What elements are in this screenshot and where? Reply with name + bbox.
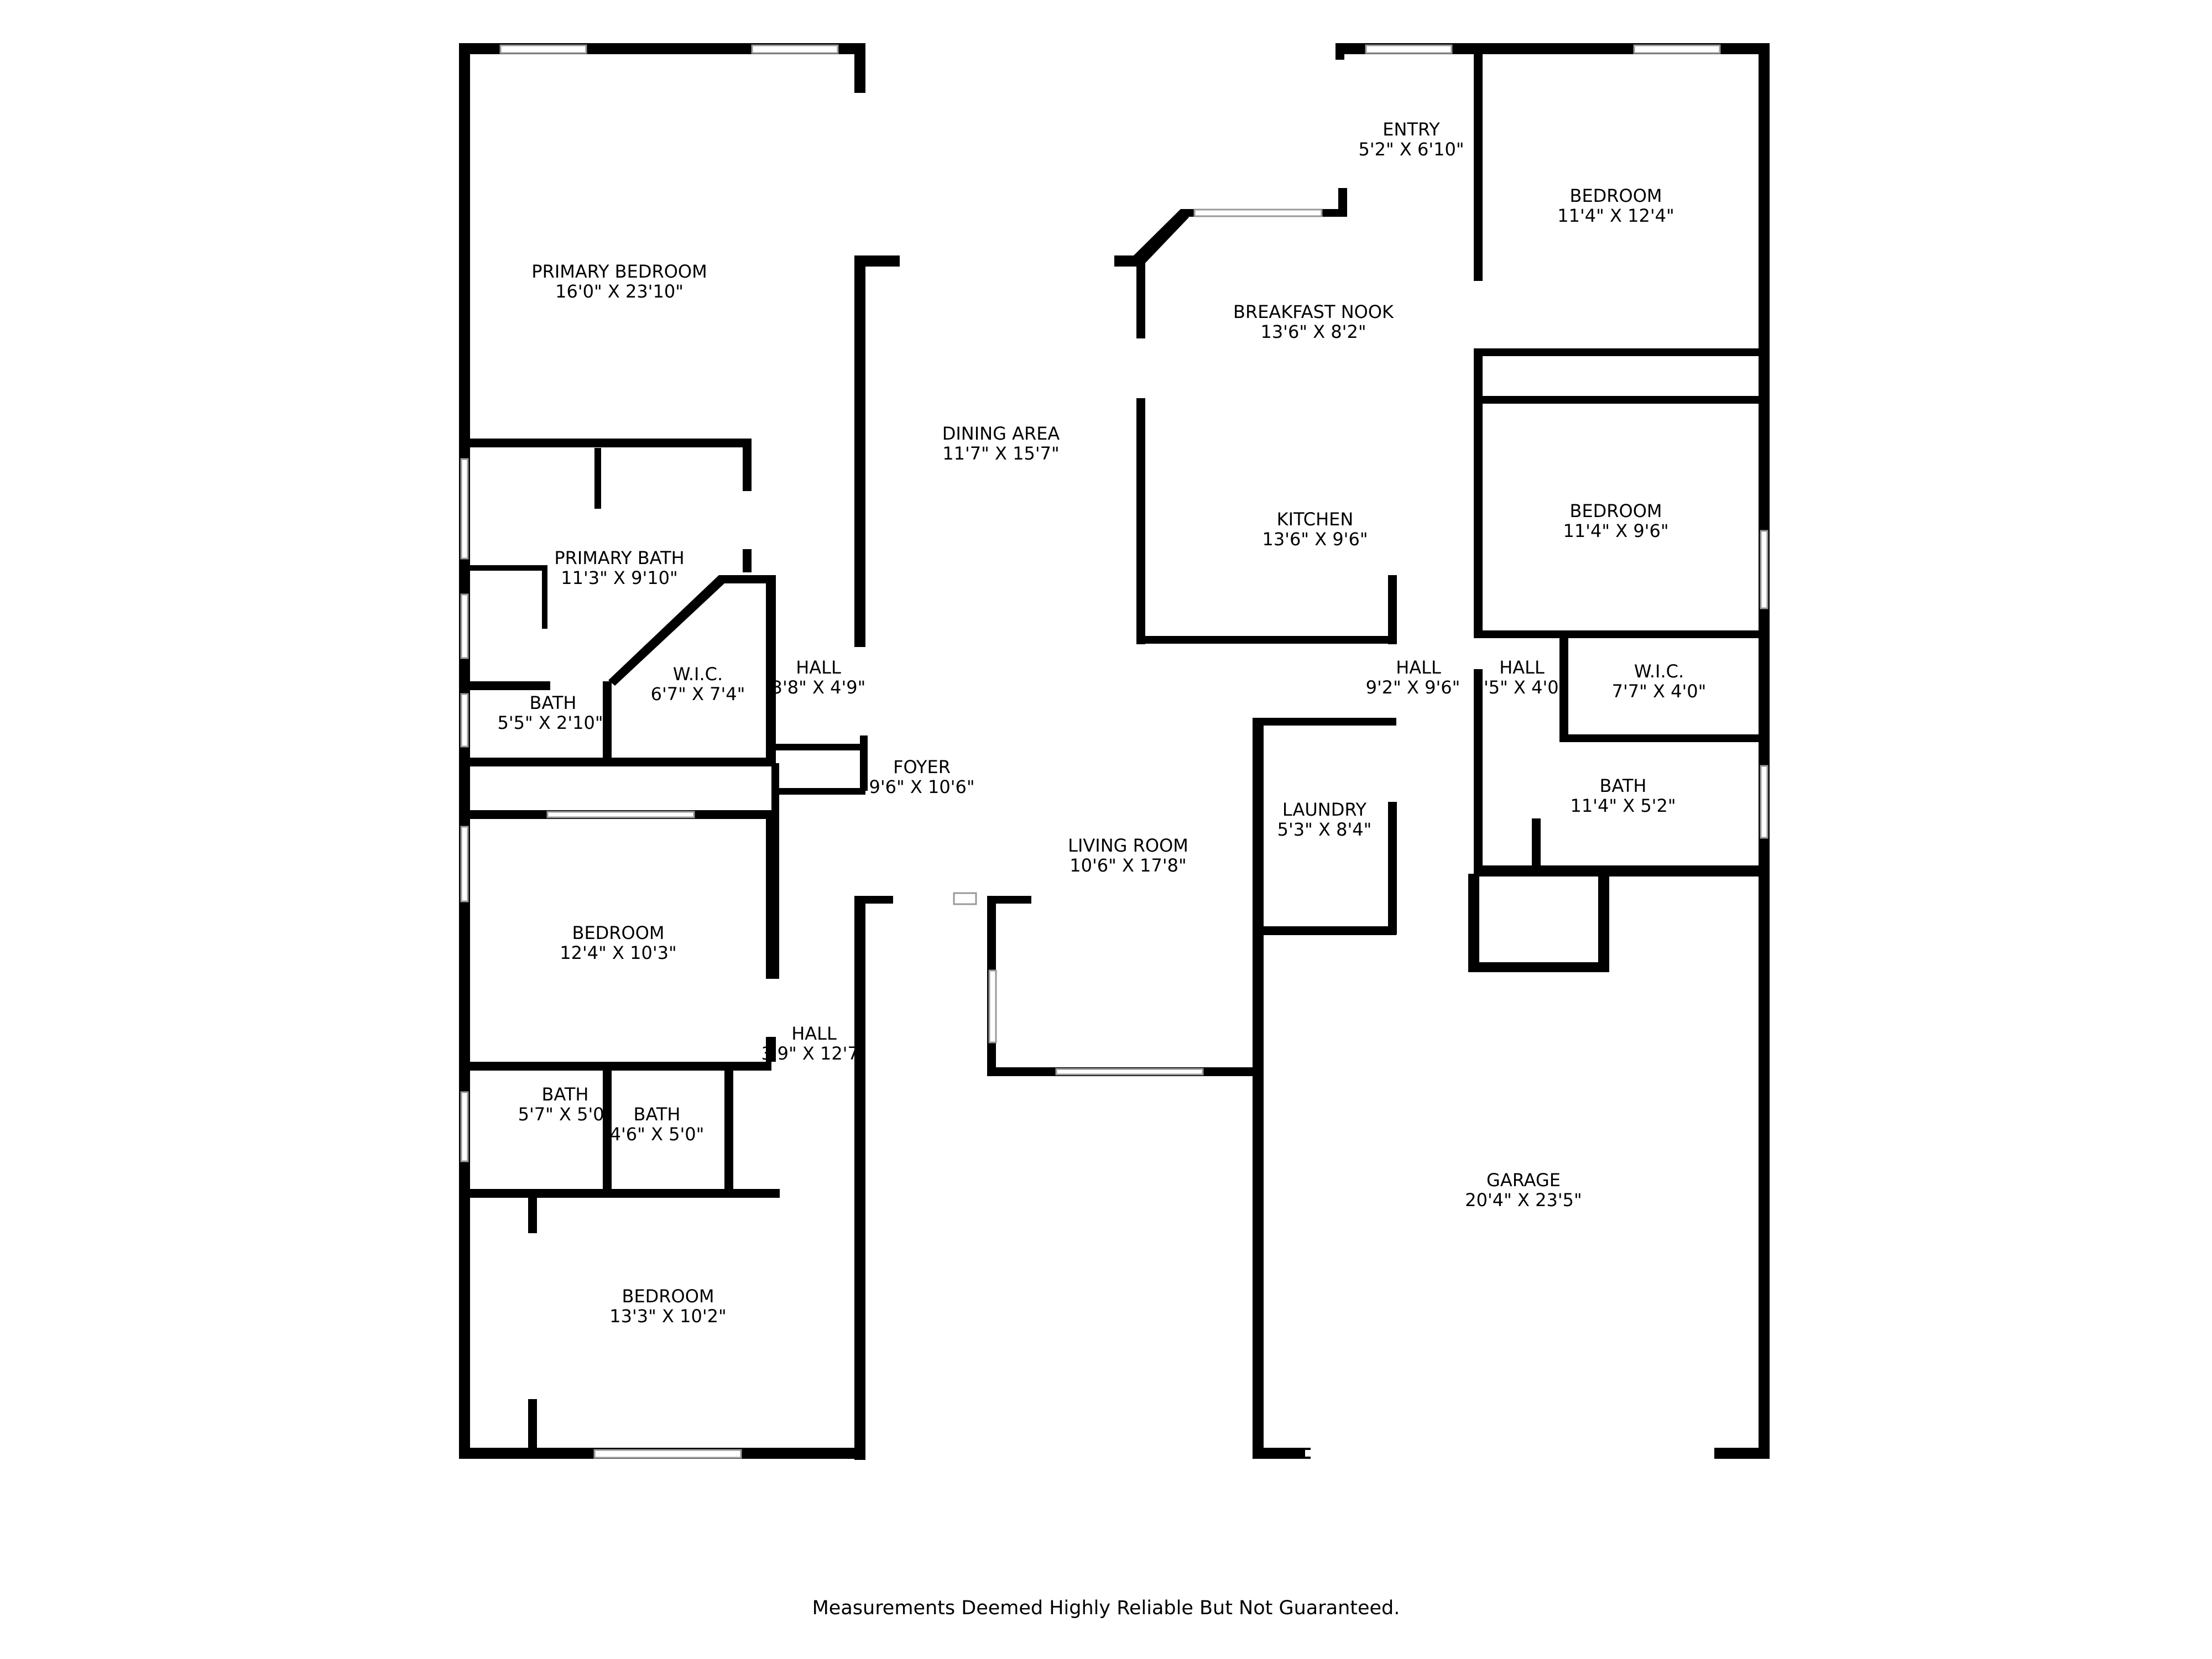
room-foyer-name: FOYER: [893, 757, 951, 778]
room-hall-d-name: HALL: [1499, 657, 1545, 678]
disclaimer-text: Measurements Deemed Highly Reliable But …: [812, 1597, 1400, 1619]
walls-center: [987, 43, 1770, 1459]
room-bath-left-1-dims: 5'7" X 5'0": [518, 1104, 613, 1125]
room-dining-area-name: DINING AREA: [942, 423, 1060, 444]
room-hall-d-dims: 3'5" X 4'0": [1473, 677, 1567, 698]
room-bedroom-right-mid-name: BEDROOM: [1569, 500, 1662, 521]
room-hall-c-name: HALL: [1396, 657, 1441, 678]
room-bedroom-left-mid-dims: 12'4" X 10'3": [560, 942, 676, 963]
room-wic-primary-name: W.I.C.: [673, 664, 723, 685]
room-breakfast-nook-name: BREAKFAST NOOK: [1233, 301, 1394, 322]
room-bath-small-name: BATH: [530, 692, 577, 713]
room-hall-a-dims: 3'8" X 4'9": [771, 677, 866, 698]
room-dining-area-dims: 11'7" X 15'7": [942, 443, 1059, 464]
room-bedroom-right-mid-dims: 11'4" X 9'6": [1563, 520, 1668, 541]
room-foyer-dims: 9'6" X 10'6": [869, 776, 974, 797]
room-bedroom-right-top-dims: 11'4" X 12'4": [1557, 205, 1674, 226]
room-living-room-dims: 10'6" X 17'8": [1070, 855, 1186, 876]
room-bath-right-name: BATH: [1600, 775, 1647, 796]
room-garage-name: GARAGE: [1486, 1170, 1561, 1191]
room-kitchen-dims: 13'6" X 9'6": [1262, 529, 1368, 550]
room-primary-bath-dims: 11'3" X 9'10": [561, 567, 677, 588]
room-bath-left-1-name: BATH: [542, 1084, 589, 1105]
room-entry-name: ENTRY: [1383, 119, 1440, 140]
room-wic-right-dims: 7'7" X 4'0": [1612, 681, 1707, 702]
room-primary-bedroom-dims: 16'0" X 23'10": [555, 281, 684, 302]
room-primary-bath-name: PRIMARY BATH: [554, 547, 684, 568]
room-entry-dims: 5'2" X 6'10": [1358, 139, 1464, 160]
room-bedroom-right-top-name: BEDROOM: [1569, 185, 1662, 206]
room-hall-c-dims: 9'2" X 9'6": [1366, 677, 1460, 698]
room-bath-left-2-dims: 4'6" X 5'0": [610, 1124, 705, 1145]
room-bedroom-left-bottom-name: BEDROOM: [622, 1286, 714, 1307]
windows: [460, 44, 1768, 1459]
room-laundry-name: LAUNDRY: [1282, 799, 1367, 820]
room-bath-right-dims: 11'4" X 5'2": [1570, 795, 1676, 816]
room-breakfast-nook-dims: 13'6" X 8'2": [1260, 321, 1366, 342]
room-bath-left-2-name: BATH: [634, 1104, 681, 1125]
room-garage-dims: 20'4" X 23'5": [1465, 1190, 1582, 1211]
room-laundry-dims: 5'3" X 8'4": [1277, 819, 1372, 840]
room-hall-b-name: HALL: [791, 1023, 837, 1044]
walls-left-wing: [459, 43, 900, 1460]
room-hall-a-name: HALL: [796, 657, 841, 678]
room-primary-bedroom-name: PRIMARY BEDROOM: [531, 261, 707, 282]
room-bedroom-left-bottom-dims: 13'3" X 10'2": [609, 1306, 726, 1327]
room-bedroom-left-mid-name: BEDROOM: [572, 922, 664, 943]
room-labels: PRIMARY BEDROOM 16'0" X 23'10" PRIMARY B…: [497, 119, 1706, 1327]
room-kitchen-name: KITCHEN: [1277, 509, 1354, 530]
room-bath-small-dims: 5'5" X 2'10": [497, 712, 603, 733]
room-wic-primary-dims: 6'7" X 7'4": [651, 684, 745, 705]
room-hall-b-dims: 3'9" X 12'7": [761, 1043, 867, 1064]
room-wic-right-name: W.I.C.: [1634, 661, 1684, 682]
room-living-room-name: LIVING ROOM: [1068, 835, 1188, 856]
